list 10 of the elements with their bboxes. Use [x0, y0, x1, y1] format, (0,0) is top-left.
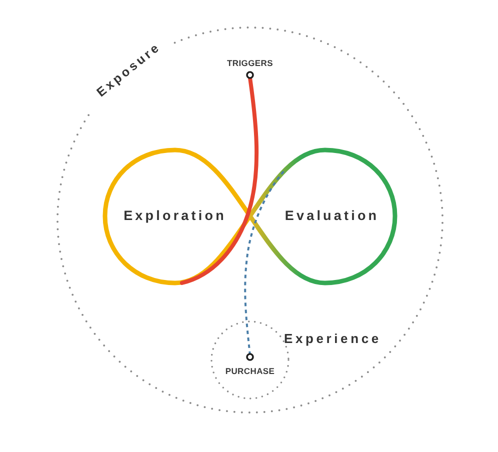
point-label: TRIGGERS — [227, 58, 273, 68]
ring-label: Experience — [284, 331, 382, 346]
stage-label: Evaluation — [284, 208, 380, 224]
loop-outline — [248, 148, 398, 285]
point-label: PURCHASE — [225, 366, 275, 376]
stage-label: Exploration — [124, 208, 226, 224]
dotted-ring — [56, 26, 444, 414]
connector-line — [180, 76, 259, 285]
dashed-connector — [244, 170, 285, 356]
loop-outline — [103, 148, 252, 285]
